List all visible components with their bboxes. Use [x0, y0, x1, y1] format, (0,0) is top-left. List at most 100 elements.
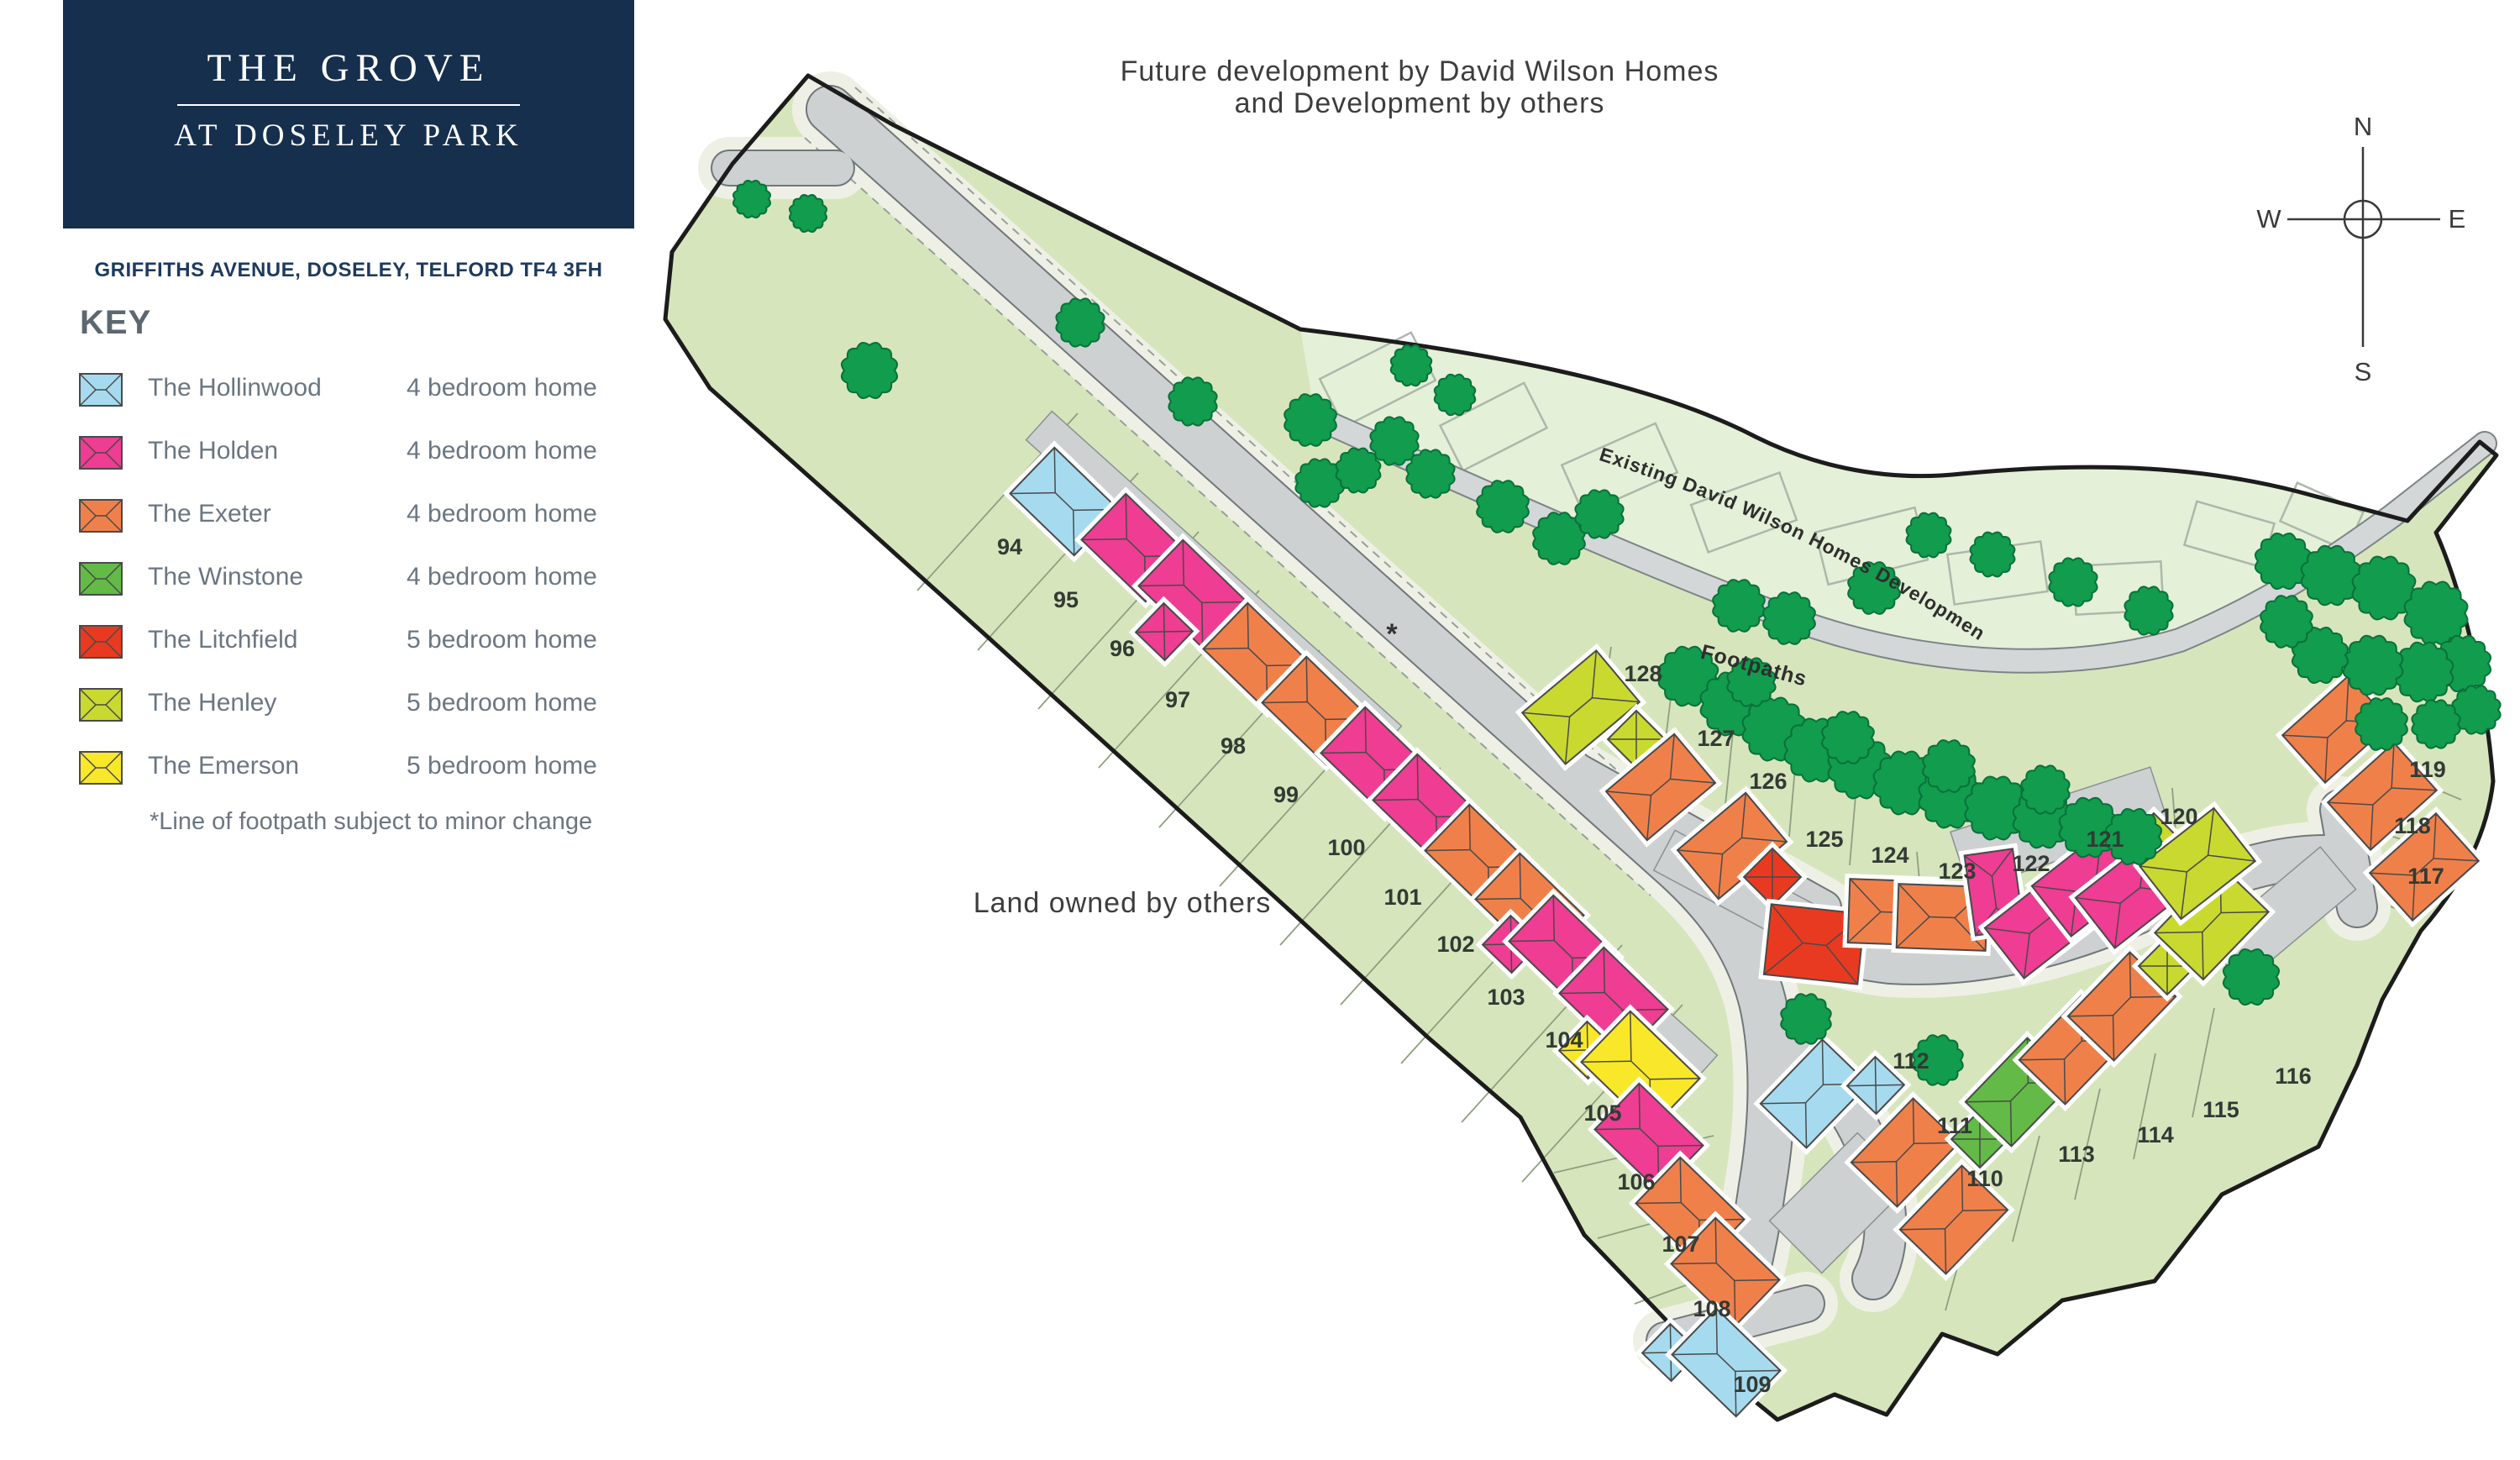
tree-icon [1476, 480, 1530, 533]
compass-south: S [2355, 357, 2372, 386]
tree-icon [1284, 393, 1337, 447]
key-item-bedrooms: 4 bedroom home [407, 499, 597, 528]
plot-number-123: 123 [1938, 859, 1976, 884]
tree-icon [1294, 458, 1345, 508]
tree-icon [1762, 591, 1816, 645]
key-item-bedrooms: 5 bedroom home [407, 688, 597, 717]
key-item-holden: The Holden 4 bedroom home [74, 419, 628, 482]
house-exeter [2275, 668, 2399, 790]
house-henley [2132, 801, 2263, 927]
tree-icon [1821, 711, 1875, 764]
plot-number-105: 105 [1583, 1100, 1621, 1126]
key-item-exeter: The Exeter 4 bedroom home [74, 482, 628, 545]
key-item-name: The Holden [148, 436, 279, 465]
plot-number-122: 122 [2012, 851, 2050, 876]
site-boundary-outline [663, 73, 2499, 1422]
plot-number-115: 115 [2202, 1097, 2239, 1122]
plot-number-125: 125 [1805, 827, 1843, 852]
plot-number-110: 110 [1966, 1166, 2003, 1191]
tree-icon [1905, 512, 1952, 559]
plot-number-109: 109 [1733, 1372, 1771, 1397]
house-exeter [1663, 1211, 1788, 1333]
plot-number-96: 96 [1110, 636, 1135, 661]
house-emerson [75, 746, 127, 789]
house-exeter [2362, 806, 2486, 928]
tree-icon [1574, 489, 1625, 539]
winstone-key-icon [75, 557, 127, 600]
tree-icon [1335, 447, 1382, 494]
garage-holden [1128, 596, 1200, 668]
house-litchfield [1758, 898, 1871, 990]
tree-icon [1532, 512, 1586, 565]
compass-east: E [2449, 204, 2466, 234]
tree-icon [2124, 586, 2174, 636]
tree-icon [2351, 555, 2417, 621]
house-exeter [1844, 1090, 1966, 1215]
plot-number-128: 128 [1624, 661, 1662, 686]
key-item-name: The Henley [148, 688, 277, 717]
tree-icon [1168, 376, 1218, 427]
tree-icon [1712, 579, 1766, 633]
tree-icon [788, 193, 828, 234]
plot-number-107: 107 [1662, 1232, 1699, 1257]
plot-number-94: 94 [997, 534, 1022, 559]
key-item-bedrooms: 5 bedroom home [407, 625, 597, 654]
existing-development-area [1300, 329, 2404, 653]
key-item-bedrooms: 4 bedroom home [407, 373, 597, 402]
tree-icon [1780, 993, 1832, 1045]
development-address: GRIFFITHS AVENUE, DOSELEY, TELFORD TF4 3… [94, 259, 603, 281]
tree-icon [1405, 449, 1456, 499]
plot-number-118: 118 [2394, 813, 2431, 838]
key-heading: KEY [80, 304, 152, 341]
tree-icon [2403, 580, 2469, 646]
plot-number-106: 106 [1617, 1169, 1655, 1195]
litchfield-key-icon [75, 620, 127, 663]
tree-icon [2300, 544, 2362, 607]
tree-icon [2342, 634, 2404, 696]
tree-icon [1964, 775, 2029, 841]
existing-building-outline [1560, 422, 1679, 516]
plot-number-126: 126 [1749, 769, 1787, 794]
plot-number-97: 97 [1165, 687, 1190, 712]
tree-icon [1969, 531, 2016, 578]
exeter-key-icon [75, 494, 127, 537]
garage-litchfield [1736, 841, 1809, 913]
key-item-bedrooms: 4 bedroom home [407, 436, 597, 465]
plot-number-114: 114 [2137, 1122, 2174, 1148]
hollinwood-key-icon [75, 368, 127, 411]
house-exeter [2320, 735, 2444, 858]
plot-number-116: 116 [2275, 1063, 2312, 1089]
footpath-footnote: *Line of footpath subject to minor chang… [150, 808, 593, 835]
tree-icon [2222, 948, 2281, 1006]
plot-number-101: 101 [1383, 885, 1421, 910]
footpath-asterisk: * [1386, 618, 1398, 650]
tree-icon [2104, 807, 2163, 866]
tree-icon [1433, 373, 1477, 417]
plot-number-111: 111 [1937, 1113, 1972, 1138]
key-item-name: The Exeter [148, 499, 271, 528]
plot-number-112: 112 [1893, 1048, 1929, 1074]
tree-icon [1389, 344, 1433, 387]
tree-icon [2048, 557, 2098, 607]
house-litchfield [75, 620, 127, 663]
house-hollinwood [75, 368, 127, 411]
trees [732, 179, 2502, 1086]
plot-divider [2012, 1135, 2040, 1242]
tree-icon [1726, 657, 1777, 707]
brand-panel: THE GROVE AT DOSELEY PARK [63, 0, 634, 228]
tree-icon [2355, 697, 2408, 751]
key-item-name: The Emerson [148, 751, 300, 780]
plot-number-119: 119 [2409, 757, 2446, 782]
existing-building-outline [1689, 471, 1798, 554]
key-item-bedrooms: 4 bedroom home [407, 562, 597, 591]
plot-number-124: 124 [1871, 843, 1908, 868]
title-divider [177, 104, 520, 106]
plot-number-100: 100 [1327, 835, 1365, 860]
house-exeter [1893, 1158, 2015, 1282]
holden-key-icon [75, 431, 127, 474]
